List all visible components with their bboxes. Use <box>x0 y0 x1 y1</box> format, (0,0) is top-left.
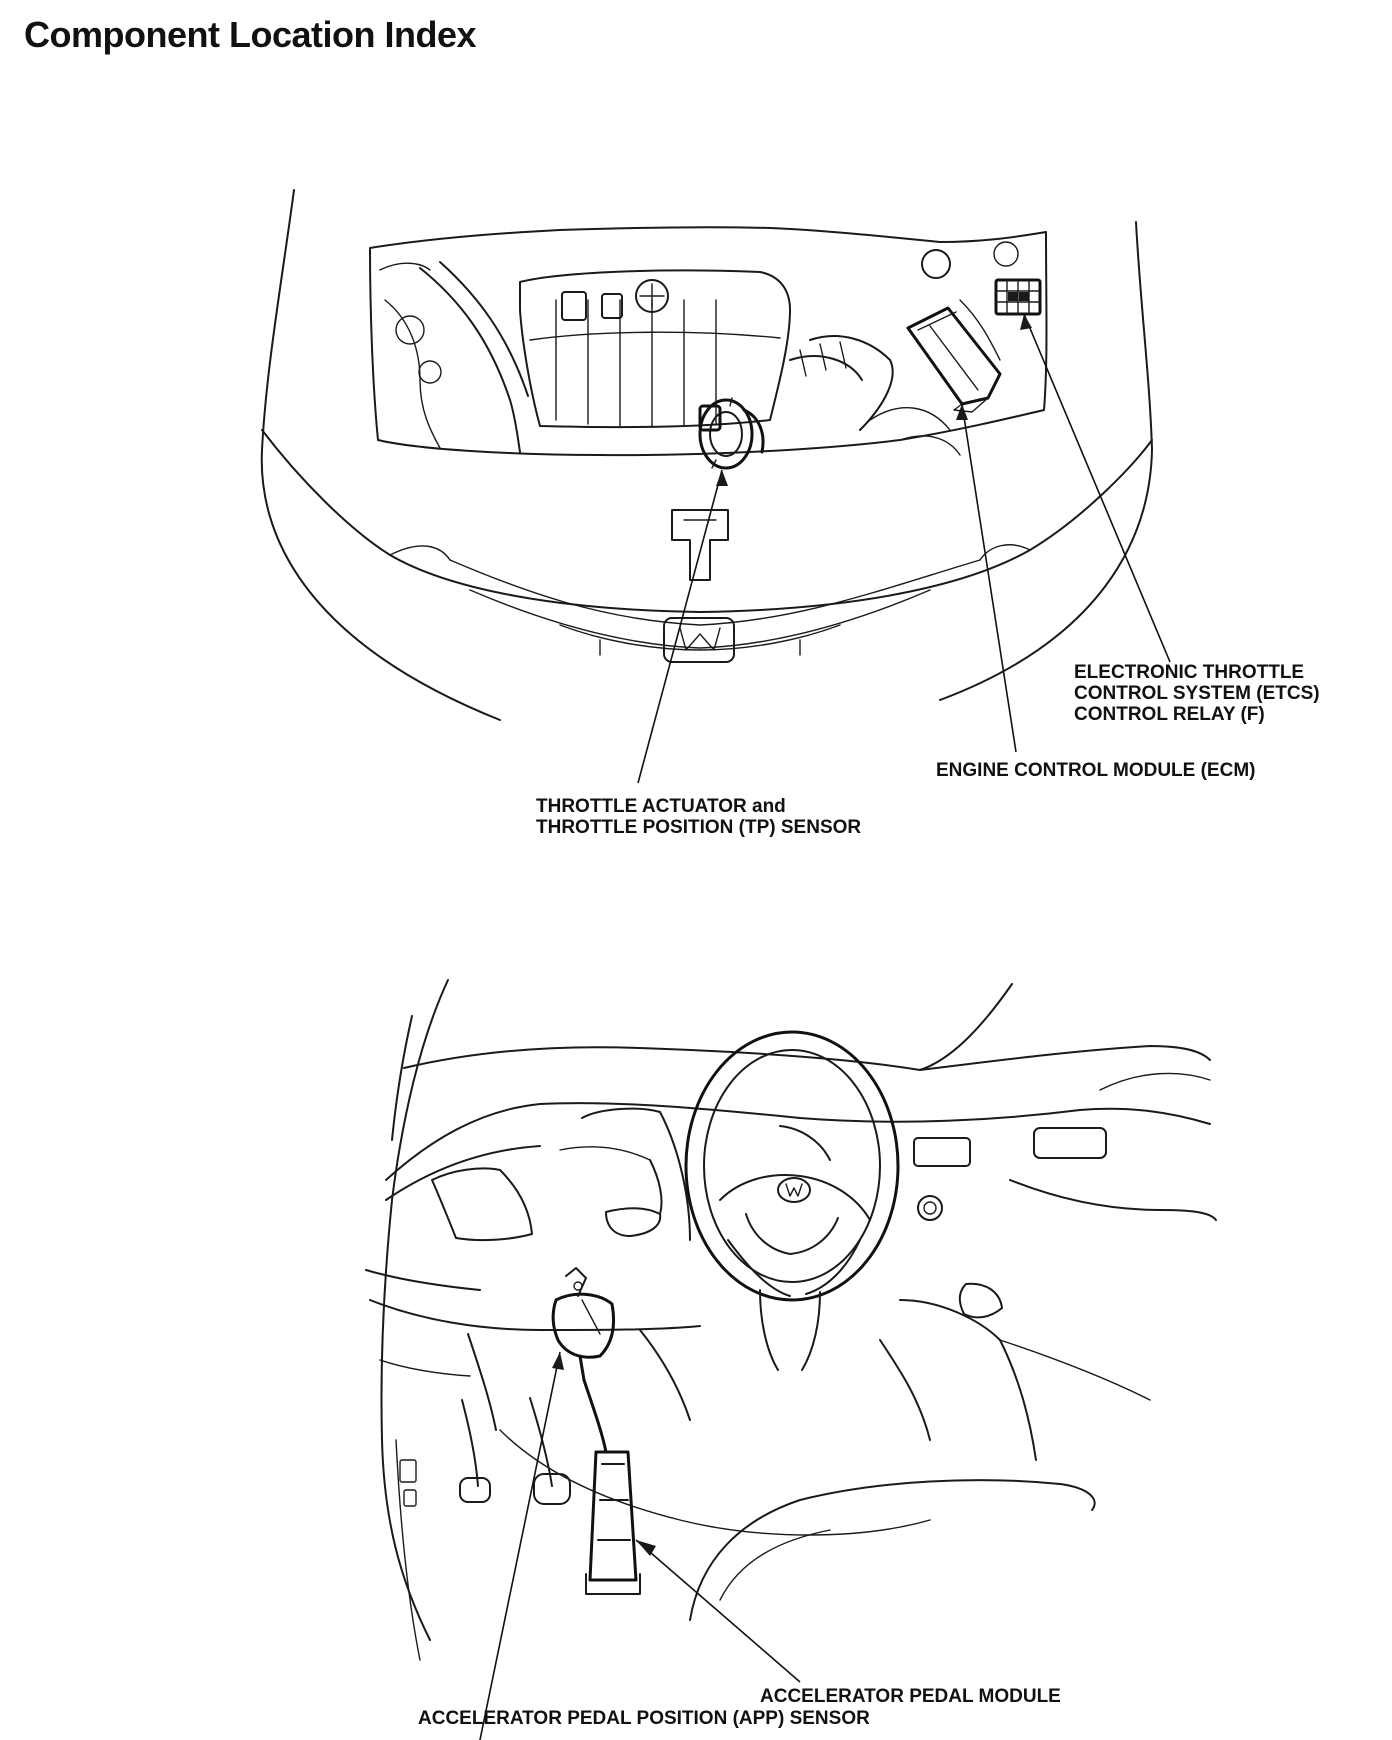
throttle-label: THROTTLE ACTUATOR and THROTTLE POSITION … <box>536 796 862 838</box>
pedal-module-label: ACCELERATOR PEDAL MODULE <box>760 1686 1061 1707</box>
ecm-component <box>906 306 1002 413</box>
dashboard-illustration <box>365 979 1217 1661</box>
throttle-body-component <box>698 397 765 470</box>
engine-bay-illustration <box>260 189 1153 721</box>
etcs-relay-label: ELECTRONIC THROTTLE CONTROL SYSTEM (ETCS… <box>1074 662 1320 725</box>
app-sensor-label: ACCELERATOR PEDAL POSITION (APP) SENSOR <box>418 1708 870 1729</box>
leader-throttle <box>637 469 723 784</box>
etcs-relay-component <box>994 278 1042 316</box>
leader-etcs-relay <box>1023 313 1171 663</box>
steering-wheel <box>684 1030 900 1302</box>
page-title: Component Location Index <box>24 14 477 55</box>
leader-ecm <box>961 403 1017 753</box>
app-sensor-component <box>551 1267 615 1382</box>
leader-pedal-module <box>635 1539 801 1683</box>
ecm-label: ENGINE CONTROL MODULE (ECM) <box>936 760 1256 781</box>
leader-app-sensor <box>479 1351 561 1740</box>
accelerator-pedal-component <box>582 1378 641 1595</box>
